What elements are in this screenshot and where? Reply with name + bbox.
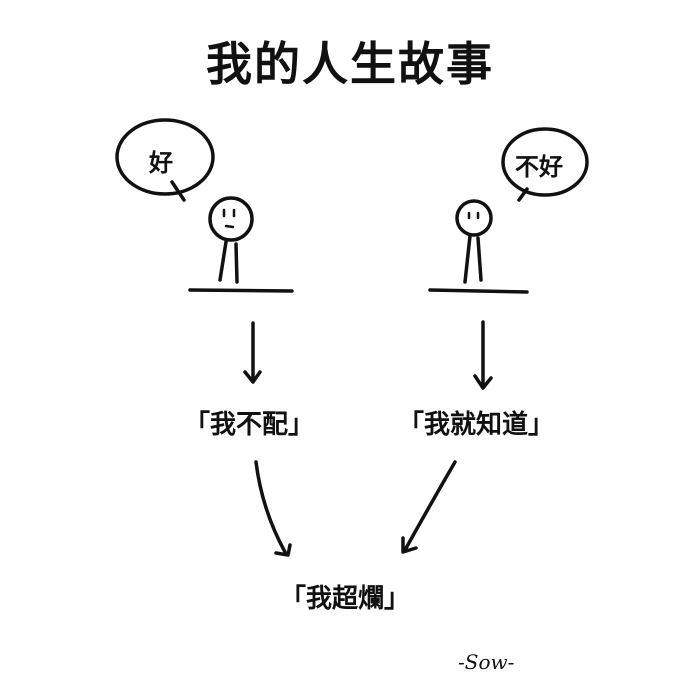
left-speech-text: 好 (149, 149, 173, 177)
left-figure-head (208, 196, 254, 242)
left-bubble-tail (170, 180, 186, 202)
right-figure-head (455, 199, 493, 237)
right-speech-bubble (501, 127, 589, 197)
right-down-arrow (473, 320, 493, 390)
right-figure-eyes (467, 211, 480, 220)
left-down-arrow (243, 321, 262, 384)
left-outcome-label: 「我不配」 (184, 410, 315, 440)
conclusion-label: 「我超爛」 (280, 584, 411, 614)
left-figure-eyes (222, 208, 236, 218)
comic-title: 我的人生故事 (206, 37, 494, 91)
right-figure-leg-right (476, 236, 483, 282)
right-converging-arrow (401, 460, 457, 554)
right-ground-line (428, 288, 529, 294)
left-figure-leg-left (218, 240, 228, 282)
left-converging-arrow (254, 460, 292, 557)
right-figure-leg-left (463, 234, 472, 284)
right-speech-text: 不好 (515, 153, 563, 181)
artist-signature: -Sow- (458, 650, 515, 674)
left-ground-line (188, 288, 294, 293)
right-bubble-tail (517, 187, 529, 202)
left-speech-bubble (115, 118, 215, 196)
left-figure-leg-right (234, 242, 239, 284)
right-outcome-label: 「我就知道」 (398, 410, 555, 440)
left-figure-mouth (224, 224, 235, 229)
